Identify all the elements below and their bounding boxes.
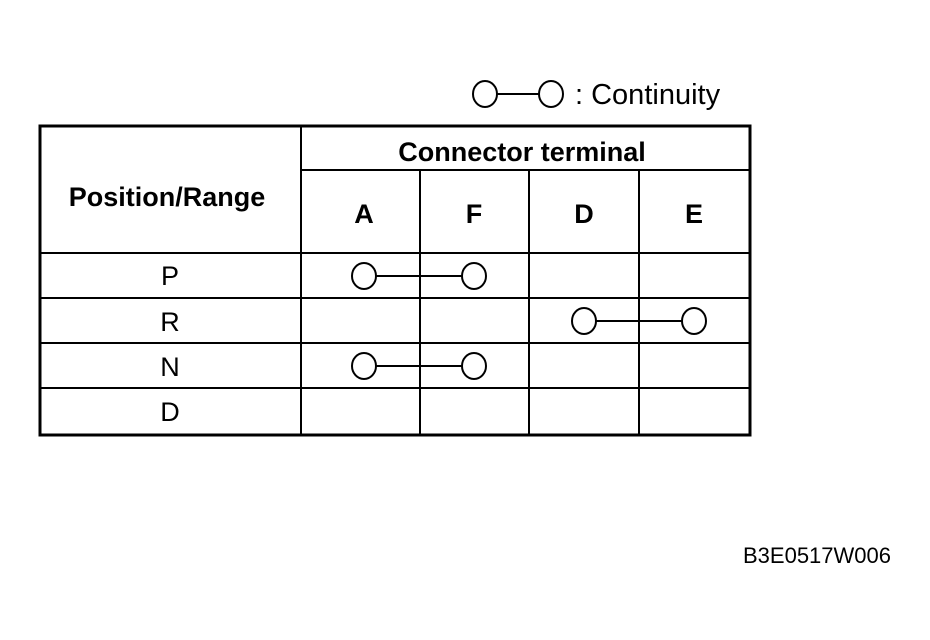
terminal-circle — [571, 307, 597, 335]
legend-terminal-circle-left — [472, 80, 498, 108]
legend: : Continuity — [472, 79, 721, 111]
row-header-label: Position/Range — [69, 182, 266, 212]
legend-label: : Continuity — [575, 79, 721, 111]
position-label: N — [160, 352, 180, 382]
position-label: R — [160, 307, 180, 337]
terminal-circle — [681, 307, 707, 335]
table-border — [38, 124, 752, 437]
terminal-circle — [461, 352, 487, 380]
continuity-marker — [351, 262, 487, 290]
continuity-connections — [351, 262, 707, 380]
terminal-circle — [461, 262, 487, 290]
position-label: D — [160, 397, 180, 427]
terminal-header: F — [466, 199, 483, 229]
terminal-header-row: A F D E — [354, 199, 703, 229]
group-header-label: Connector terminal — [398, 137, 646, 167]
legend-terminal-circle-right — [538, 80, 564, 108]
terminal-circle — [351, 352, 377, 380]
terminal-header: A — [354, 199, 374, 229]
figure-code: B3E0517W006 — [743, 543, 891, 568]
terminal-header: D — [574, 199, 594, 229]
continuity-marker — [351, 352, 487, 380]
position-label: P — [161, 261, 179, 291]
continuity-marker — [571, 307, 707, 335]
position-column: P R N D — [160, 261, 180, 427]
table-grid — [38, 124, 752, 437]
terminal-header: E — [685, 199, 703, 229]
terminal-circle — [351, 262, 377, 290]
